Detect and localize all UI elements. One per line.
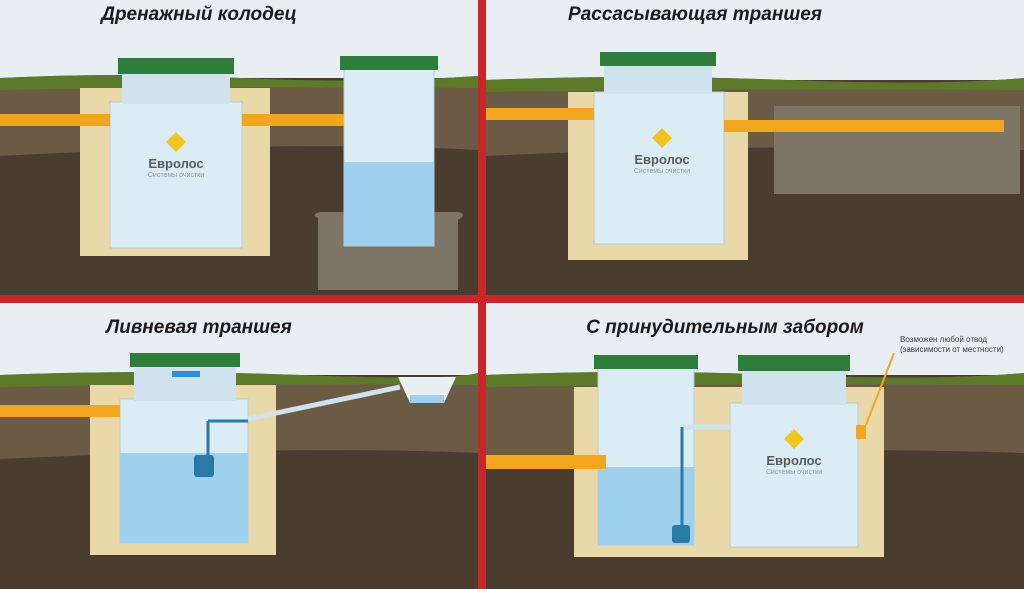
panel-infiltration-trench: Рассасывающая траншея Евролос Системы оч… — [486, 0, 1024, 295]
logo-icon — [784, 429, 804, 449]
note-line-2: (зависимости от местности) — [900, 345, 1004, 354]
drainage-well-illustration — [0, 0, 478, 295]
brand-tagline: Системы очистки — [765, 469, 823, 476]
brand-label: Евролос Системы очистки — [744, 453, 844, 476]
infiltration-trench-illustration — [486, 0, 1024, 295]
discharge-note: Возможен любой отвод (зависимости от мес… — [900, 335, 1004, 355]
forced-discharge-illustration — [486, 303, 1024, 589]
storm-trench-illustration — [0, 303, 478, 589]
brand-tagline: Системы очистки — [633, 168, 691, 175]
brand-label: Евролос Системы очистки — [126, 156, 226, 179]
panel-title: Рассасывающая траншея — [568, 4, 822, 25]
logo-icon — [166, 132, 186, 152]
note-line-1: Возможен любой отвод — [900, 335, 988, 344]
pump-icon — [672, 525, 690, 543]
brand-name: Евролос — [766, 453, 822, 468]
brand-label: Евролос Системы очистки — [612, 152, 712, 175]
panel-storm-trench: Ливневая траншея — [0, 303, 478, 589]
logo-icon — [652, 128, 672, 148]
brand-name: Евролос — [148, 156, 204, 171]
panel-title: С принудительным забором — [586, 317, 864, 338]
panel-drainage-well: Дренажный колодец Евролос Системы очистк… — [0, 0, 478, 295]
brand-tagline: Системы очистки — [147, 172, 205, 179]
panel-title: Ливневая траншея — [106, 317, 292, 338]
brand-name: Евролос — [634, 152, 690, 167]
pump-icon — [194, 455, 214, 477]
panel-title: Дренажный колодец — [101, 4, 297, 25]
panel-forced-discharge: С принудительным забором Евролос Системы… — [486, 303, 1024, 589]
